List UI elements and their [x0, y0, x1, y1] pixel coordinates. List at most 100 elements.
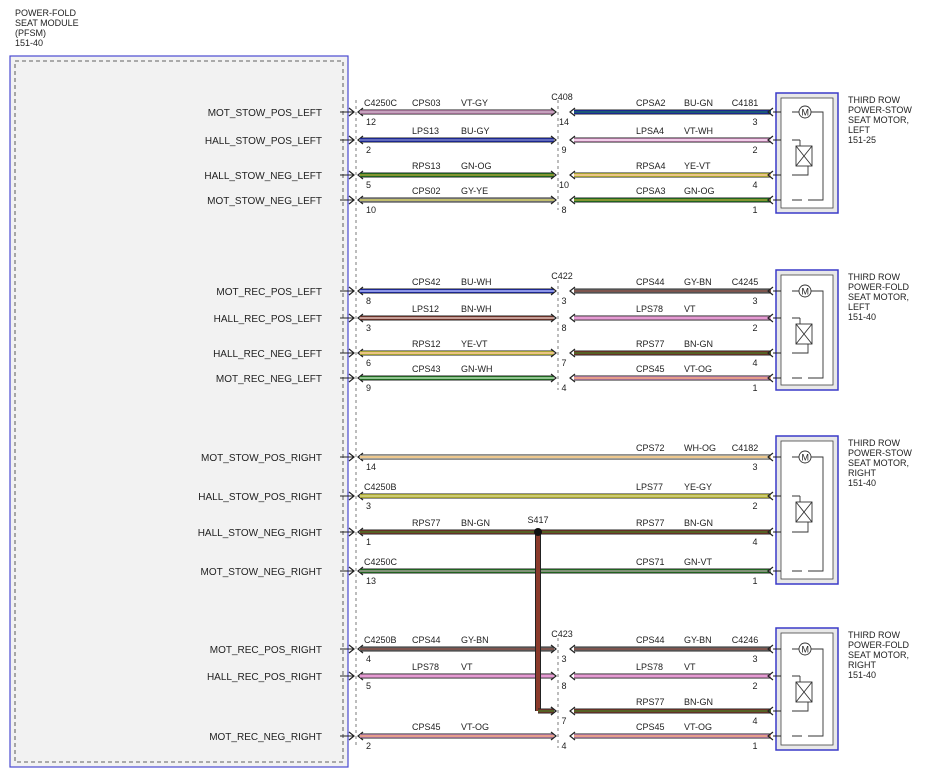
module-title-line: (PFSM): [15, 28, 46, 38]
connector-pin: 8: [561, 323, 566, 333]
wire-color-code: VT: [461, 662, 473, 672]
wire-color-code: GN-WH: [461, 364, 493, 374]
motor-label: 151-25: [848, 135, 876, 145]
connector-chevron: [569, 286, 576, 296]
connector-pin: 2: [752, 681, 757, 691]
connector-chevron: [767, 170, 774, 180]
signal-label: MOT_REC_POS_RIGHT: [210, 645, 322, 656]
wire-color-code: WH-OG: [684, 443, 716, 453]
connector-pin: 13: [366, 576, 376, 586]
motor-label: LEFT: [848, 125, 871, 135]
connector-chevron: [357, 644, 364, 654]
wire-color-code: VT-OG: [461, 722, 489, 732]
motor-m-letter: M: [802, 453, 810, 463]
circuit-id: CPS45: [412, 722, 441, 732]
wire-color-code: YE-VT: [684, 161, 711, 171]
motor-label: SEAT MOTOR,: [848, 458, 909, 468]
circuit-id: CPS45: [636, 364, 665, 374]
connector-id: C4182: [732, 443, 759, 453]
motor-label: THIRD ROW: [848, 438, 900, 448]
connector-chevron: [550, 107, 557, 117]
connector-pin: 4: [752, 180, 757, 190]
connector-pin: 8: [561, 205, 566, 215]
circuit-id: CPSA3: [636, 186, 666, 196]
circuit-id: RPS13: [412, 161, 441, 171]
connector-chevron: [550, 348, 557, 358]
module-title: POWER-FOLD SEAT MODULE (PFSM) 151-40: [15, 8, 79, 48]
connector-chevron: [767, 373, 774, 383]
circuit-id: CPS72: [636, 443, 665, 453]
connector-chevron: [767, 313, 774, 323]
connector-id: C408: [551, 92, 573, 102]
connector-chevron: [767, 731, 774, 741]
wire-color-code: VT: [684, 304, 696, 314]
connector-pin: 4: [752, 537, 757, 547]
connector-chevron: [357, 671, 364, 681]
signal-label: HALL_REC_POS_LEFT: [214, 314, 322, 325]
connector-chevron: [569, 731, 576, 741]
connector-pin: 1: [752, 383, 757, 393]
connector-chevron: [357, 373, 364, 383]
circuit-id: CPS44: [636, 635, 665, 645]
connector-pin: 7: [561, 358, 566, 368]
connector-pin: 3: [366, 501, 371, 511]
connector-chevron: [569, 135, 576, 145]
connector-pin: 4: [752, 358, 757, 368]
connector-chevron: [767, 566, 774, 576]
motor-fold-right: THIRD ROW POWER-FOLD SEAT MOTOR, RIGHT 1…: [775, 627, 910, 751]
connector-chevron: [348, 452, 355, 462]
circuit-id: RPSA4: [636, 161, 666, 171]
connector-pin: 14: [559, 117, 569, 127]
wire-color-code: BN-GN: [684, 518, 713, 528]
connector-chevron: [767, 286, 774, 296]
signal-label: MOT_REC_POS_LEFT: [216, 287, 322, 298]
wire-color-code: GN-VT: [684, 557, 713, 567]
motor-label: SEAT MOTOR,: [848, 650, 909, 660]
wire-color-code: GY-BN: [684, 277, 712, 287]
connector-chevron: [550, 313, 557, 323]
signal-label: MOT_STOW_NEG_LEFT: [207, 196, 322, 207]
circuit-id: RPS12: [412, 339, 441, 349]
connector-chevron: [348, 107, 355, 117]
wire-color-code: BU-GY: [461, 126, 490, 136]
wire-color-code: VT-GY: [461, 98, 488, 108]
connector-pin: 3: [752, 117, 757, 127]
signal-label: MOT_REC_NEG_LEFT: [216, 374, 322, 385]
motor-label: 151-40: [848, 478, 876, 488]
connector-chevron: [550, 671, 557, 681]
connector-pin: 2: [366, 741, 371, 751]
motor-label: THIRD ROW: [848, 95, 900, 105]
signal-label: HALL_REC_POS_RIGHT: [207, 672, 322, 683]
circuit-id: CPS02: [412, 186, 441, 196]
circuit-id: RPS77: [636, 697, 665, 707]
connector-chevron: [569, 348, 576, 358]
connector-chevron: [767, 671, 774, 681]
connector-chevron: [550, 644, 557, 654]
module-box: [9, 55, 349, 768]
connector-chevron: [569, 195, 576, 205]
signal-label: MOT_STOW_POS_RIGHT: [201, 453, 322, 464]
module-title-line: POWER-FOLD: [15, 8, 77, 18]
wire-color-code: GY-BN: [461, 635, 489, 645]
motor-m-letter: M: [802, 645, 810, 655]
connector-chevron: [767, 491, 774, 501]
connector-chevron: [767, 107, 774, 117]
connector-pin: 3: [752, 462, 757, 472]
connector-id: C4250B: [364, 635, 397, 645]
connector-pin: 4: [366, 654, 371, 664]
connector-chevron: [550, 706, 557, 716]
connector-chevron: [550, 135, 557, 145]
connector-chevron: [357, 170, 364, 180]
signal-label: MOT_STOW_NEG_RIGHT: [201, 567, 323, 578]
connector-chevron: [348, 644, 355, 654]
wire-color-code: BN-GN: [684, 697, 713, 707]
wire-color-code: BN-WH: [461, 304, 492, 314]
circuit-id: LPS78: [412, 662, 439, 672]
connector-chevron: [550, 170, 557, 180]
motor-label: 151-40: [848, 312, 876, 322]
connector-chevron: [357, 135, 364, 145]
connector-chevron: [767, 348, 774, 358]
wire-color-code: GN-OG: [684, 186, 715, 196]
